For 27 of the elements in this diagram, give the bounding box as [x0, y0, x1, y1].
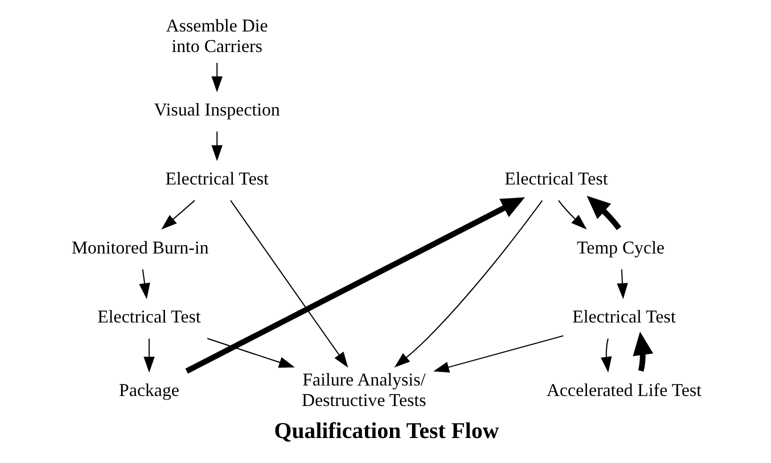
arrow: [161, 200, 196, 230]
node-text: Package: [119, 380, 180, 400]
caption: Qualification Test Flow: [274, 418, 499, 443]
arrow: [144, 338, 155, 373]
arrow: [185, 197, 525, 374]
node-text: Visual Inspection: [154, 99, 280, 120]
arrow: [632, 332, 654, 372]
arrow: [211, 132, 223, 162]
arrow: [394, 200, 543, 368]
arrow: [230, 200, 348, 368]
arrow: [139, 269, 150, 300]
arrow: [600, 338, 612, 373]
node-text: Failure Analysis/ Destructive Tests: [302, 370, 426, 410]
arrow: [433, 335, 564, 373]
node-text: Electrical Test: [98, 306, 201, 326]
node-text: Electrical Test: [504, 168, 608, 188]
arrow: [558, 200, 587, 230]
arrow: [586, 196, 622, 230]
node-text: Temp Cycle: [576, 237, 665, 258]
node-text: Monitored Burn-in: [72, 237, 209, 258]
node-text: Accelerated Life Test: [546, 380, 702, 400]
node-text: Electrical Test: [165, 168, 269, 188]
node-text: Assemble Die into Carriers: [166, 16, 268, 56]
arrow: [207, 338, 295, 368]
node-text: Electrical Test: [572, 306, 676, 326]
arrow: [616, 269, 628, 300]
arrow: [211, 62, 223, 92]
